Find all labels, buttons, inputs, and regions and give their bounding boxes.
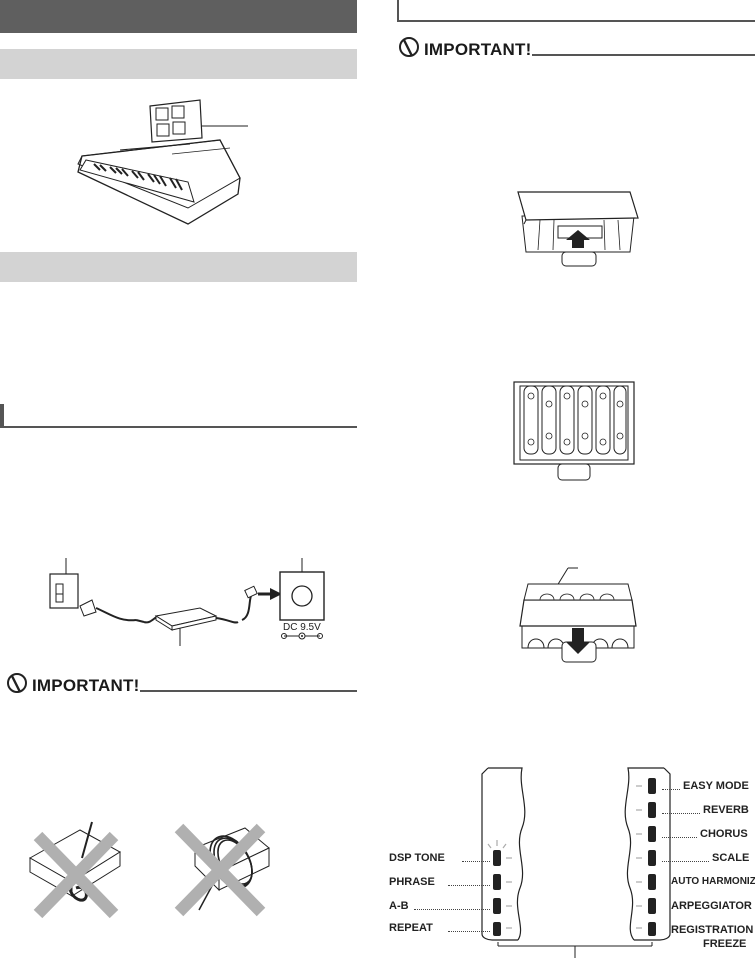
- indicator-label-chorus: CHORUS: [700, 828, 748, 840]
- leader-line: [662, 861, 709, 862]
- battery-compartment-illustration: [513, 381, 635, 481]
- cord-bend-prohibited-illustration: [28, 821, 121, 919]
- cord-wrap-prohibited-illustration: [174, 823, 270, 917]
- indicator-label-auto-harmonize: AUTO HARMONIZE: [671, 876, 755, 887]
- subsection-header-bar: [0, 49, 357, 79]
- indicator-label-dsp-tone: DSP TONE: [389, 852, 445, 864]
- important-icon: [399, 37, 419, 57]
- important-rule: [532, 54, 755, 56]
- indicator-panel-illustration: [481, 767, 671, 958]
- section-rule: [0, 404, 4, 428]
- indicator-label-freeze: FREEZE: [703, 938, 747, 950]
- important-heading: IMPORTANT!: [424, 40, 532, 59]
- section-rule: [0, 426, 357, 428]
- leader-line: [662, 837, 697, 838]
- section-rule: [397, 20, 755, 22]
- indicator-label-easy-mode: EASY MODE: [683, 780, 749, 792]
- leader-line: [662, 789, 680, 790]
- section-rule: [397, 0, 399, 22]
- important-heading: IMPORTANT!: [32, 676, 140, 695]
- leader-line: [662, 813, 700, 814]
- dc-voltage-label: DC 9.5V: [283, 622, 321, 633]
- leader-line: [448, 931, 490, 932]
- section-header-bar: [0, 0, 357, 33]
- leader-line: [414, 909, 490, 910]
- battery-cover-removal-illustration: [517, 191, 639, 267]
- leader-line: [448, 885, 490, 886]
- subsection-header-bar: [0, 252, 357, 282]
- ac-adaptor-connection-illustration: [49, 558, 325, 646]
- leader-line: [462, 861, 490, 862]
- indicator-label-registration: REGISTRATION: [671, 924, 754, 936]
- indicator-label-scale: SCALE: [712, 852, 750, 864]
- battery-cover-replace-illustration: [519, 567, 637, 663]
- indicator-label-arpeggiator: ARPEGGIATOR: [671, 900, 752, 912]
- indicator-label-phrase: PHRASE: [389, 876, 435, 888]
- keyboard-music-stand-illustration: [77, 99, 248, 225]
- indicator-label-reverb: REVERB: [703, 804, 749, 816]
- indicator-label-a-b: A-B: [389, 900, 409, 912]
- important-icon: [7, 673, 27, 693]
- indicator-label-repeat: REPEAT: [389, 922, 433, 934]
- important-rule: [140, 690, 357, 692]
